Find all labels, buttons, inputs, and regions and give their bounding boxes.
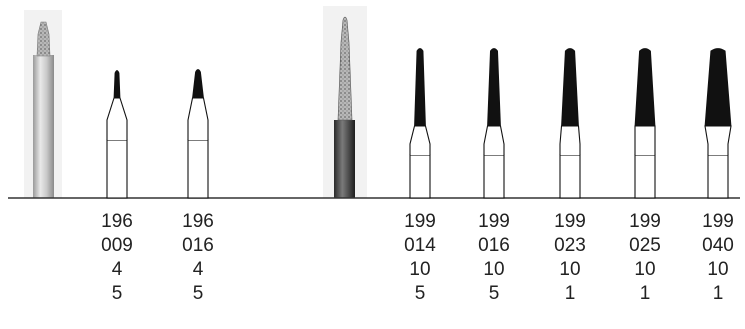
length-code: 4	[111, 259, 123, 280]
pack-qty: 1	[564, 283, 576, 304]
bur-199-025-labels: 199 025 10 1	[620, 210, 670, 306]
bur-199-023-drawing	[559, 48, 581, 199]
bur-196-009-drawing	[106, 70, 128, 199]
pack-qty: 1	[712, 283, 724, 304]
bur-photo-2	[323, 6, 367, 198]
length-code: 4	[192, 259, 204, 280]
bur-199-023-neck	[559, 125, 581, 155]
length-code: 10	[707, 259, 729, 280]
series-number: 199	[404, 211, 436, 232]
series-number: 199	[478, 211, 510, 232]
bur-196-009-shank	[106, 139, 128, 199]
bur-196-016-tip	[192, 69, 204, 99]
size-code: 009	[101, 235, 133, 256]
bur-199-025-neck	[634, 125, 656, 155]
bur-199-023-labels: 199 023 10 1	[545, 210, 595, 306]
size-code: 040	[702, 235, 734, 256]
size-code: 014	[404, 235, 436, 256]
bur-199-040-shank	[707, 154, 729, 199]
series-number: 199	[702, 211, 734, 232]
bur-199-014-drawing	[409, 48, 431, 199]
length-code: 10	[634, 259, 656, 280]
pack-qty: 5	[192, 283, 204, 304]
size-code: 025	[629, 235, 661, 256]
bur-196-016-labels: 196 016 4 5	[173, 210, 223, 306]
bur-199-014-tip	[414, 48, 426, 127]
bur-199-025-shank	[634, 154, 656, 199]
bur-196-016-shank	[187, 139, 209, 199]
length-code: 10	[409, 259, 431, 280]
bur-199-040-tip	[704, 48, 732, 127]
bur-199-014-labels: 199 014 10 5	[395, 210, 445, 306]
series-number: 199	[629, 211, 661, 232]
bur-199-040-neck	[704, 125, 732, 155]
pack-qty: 1	[639, 283, 651, 304]
bur-199-014-neck	[409, 125, 431, 155]
bur-199-023-shank	[559, 154, 581, 199]
bur-196-016-drawing	[187, 69, 209, 199]
bur-199-040-labels: 199 040 10 1	[693, 210, 743, 306]
pack-qty: 5	[111, 283, 123, 304]
bur-photo-1	[24, 10, 62, 198]
size-code: 016	[182, 235, 214, 256]
bur-196-009-tip	[113, 70, 121, 99]
size-code: 016	[478, 235, 510, 256]
bur-199-016-drawing	[483, 48, 505, 199]
series-number: 199	[554, 211, 586, 232]
pack-qty: 5	[488, 283, 500, 304]
bur-199-040-drawing	[704, 48, 732, 199]
bur-196-009-neck	[106, 97, 128, 140]
length-code: 10	[483, 259, 505, 280]
length-code: 10	[559, 259, 581, 280]
series-number: 196	[101, 211, 133, 232]
bur-199-016-tip	[487, 48, 501, 127]
bur-199-016-neck	[483, 125, 505, 155]
bur-196-016-neck	[187, 97, 209, 140]
bur-199-025-drawing	[634, 48, 656, 199]
bur-199-014-shank	[409, 154, 431, 199]
bur-199-016-shank	[483, 154, 505, 199]
size-code: 023	[554, 235, 586, 256]
bur-196-009-labels: 196 009 4 5	[92, 210, 142, 306]
bur-199-023-tip	[561, 48, 579, 127]
pack-qty: 5	[414, 283, 426, 304]
series-number: 196	[182, 211, 214, 232]
bur-199-016-labels: 199 016 10 5	[469, 210, 519, 306]
bur-199-025-tip	[634, 48, 656, 127]
